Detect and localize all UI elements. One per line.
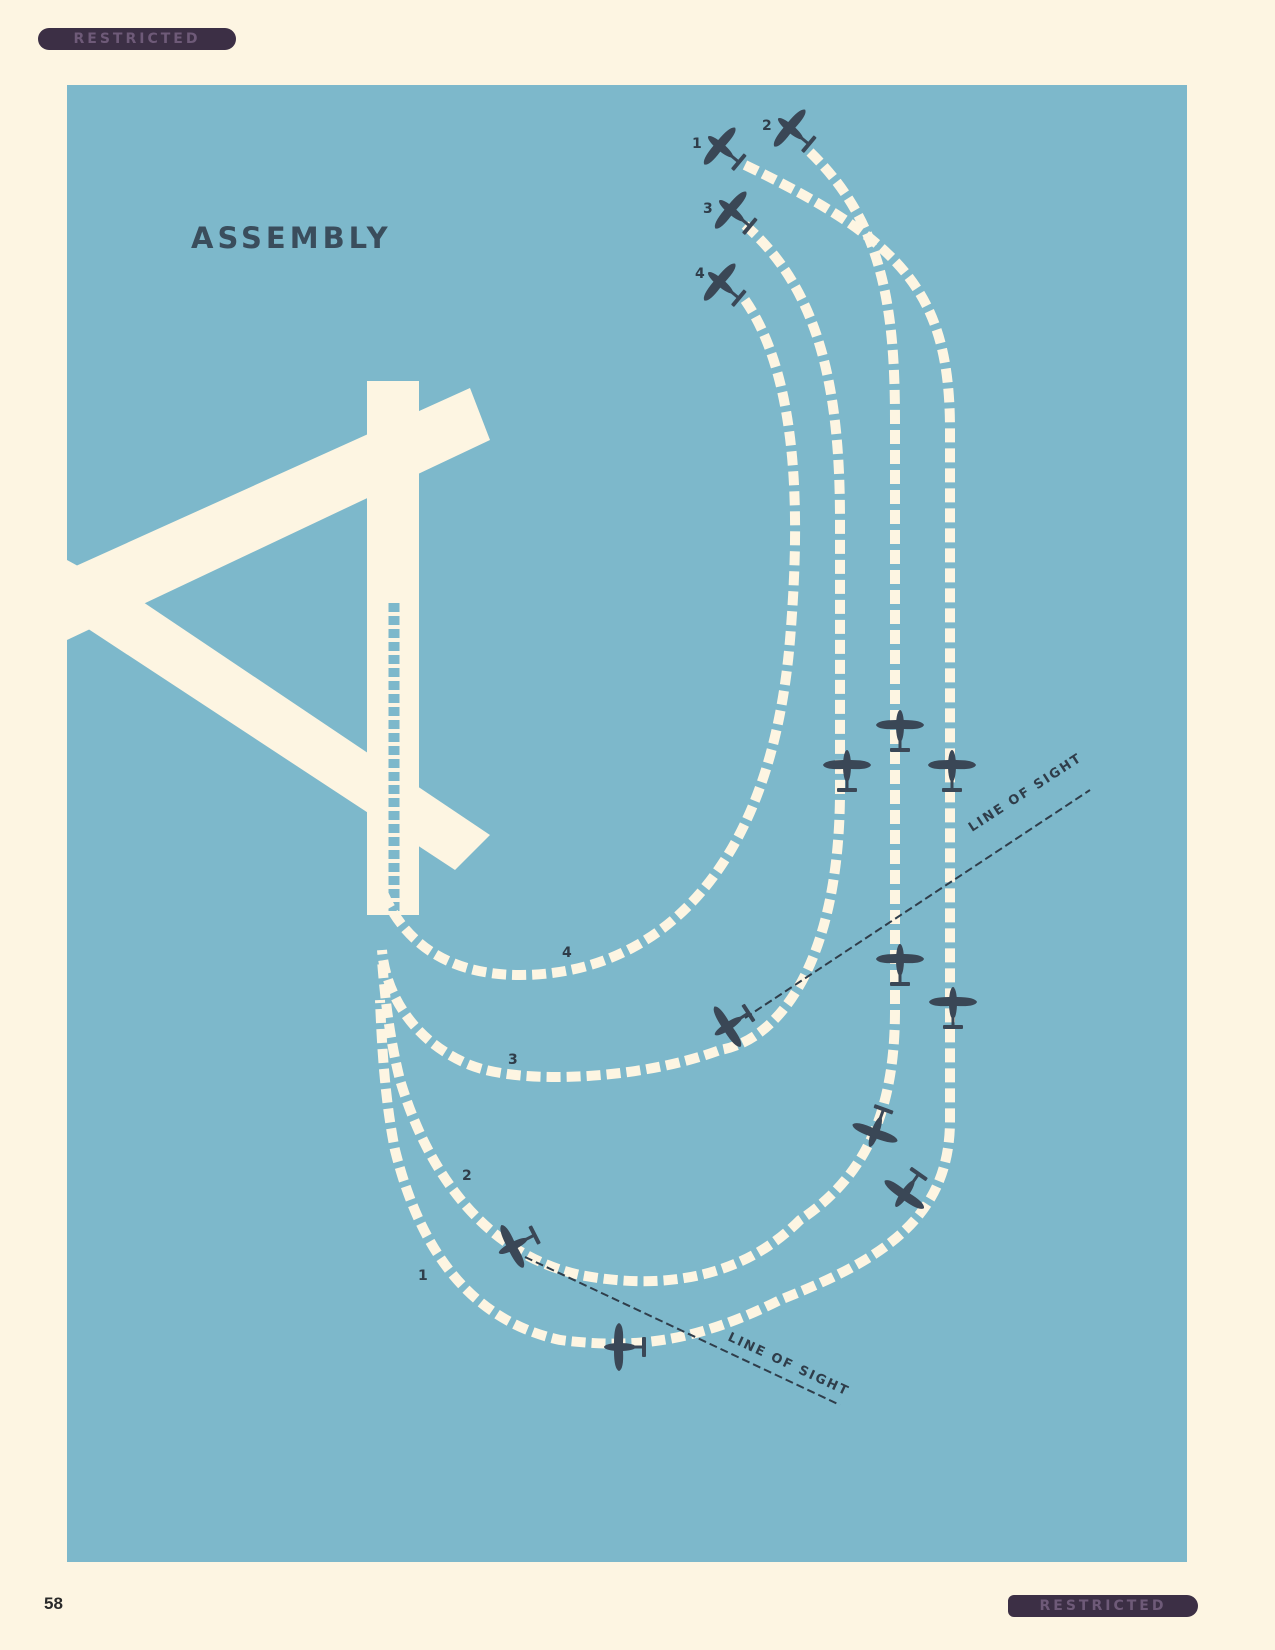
restricted-stamp-top: RESTRICTED [38,28,236,50]
runway-diagonal-lower [67,560,490,870]
aircraft-icon [604,1323,646,1371]
label-aircraft-2: 2 [762,118,772,134]
flight-path-3 [377,221,845,1082]
assembly-diagram-panel: ASSEMBLY [67,85,1187,1562]
aircraft-icon [847,1099,907,1156]
flight-path-4 [377,297,801,981]
line-of-sight-label-lower: LINE OF SIGHT [725,1330,851,1400]
line-of-sight-lines [524,789,1091,1406]
aircraft-1-start-icon [692,118,756,182]
runway-group [67,381,490,915]
path-label-4: 4 [562,945,572,961]
label-aircraft-4: 4 [695,266,705,282]
flight-path-2 [377,148,900,1287]
line-of-sight-upper [744,789,1091,1019]
assembly-diagram: LINE OF SIGHT LINE OF SIGHT 1 2 3 4 4 3 … [67,100,1091,1406]
line-of-sight-lower [524,1256,841,1406]
flight-paths [375,148,955,1349]
label-aircraft-1: 1 [692,136,702,152]
aircraft-icon [876,944,924,986]
path-label-2: 2 [462,1168,472,1184]
path-label-1: 1 [418,1268,428,1284]
diagram-title: ASSEMBLY [191,221,392,255]
aircraft-icon [929,987,977,1029]
label-aircraft-3: 3 [703,201,713,217]
flight-path-1 [375,160,955,1349]
line-of-sight-label-upper: LINE OF SIGHT [966,751,1085,836]
aircraft-icon [928,750,976,792]
aircraft-icon [876,710,924,752]
restricted-stamp-bottom: RESTRICTED [1008,1595,1198,1617]
path-label-3: 3 [508,1052,518,1068]
aircraft-icon [823,750,871,792]
page-number: 58 [44,1594,63,1613]
aircraft-3-start-icon [703,182,767,246]
